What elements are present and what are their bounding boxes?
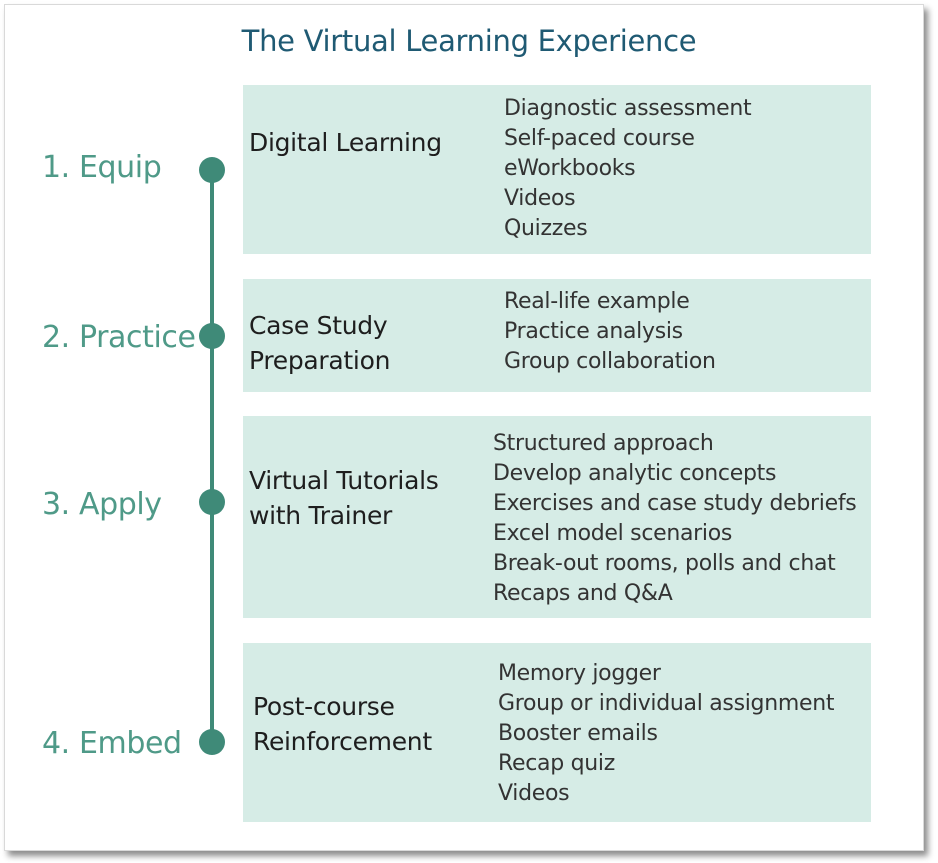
list-item: Self-paced course [504, 126, 695, 151]
step-label-equip: 1. Equip [42, 150, 162, 185]
card-items-virtual-tutorials: Structured approach Develop analytic con… [493, 429, 857, 609]
list-item: Develop analytic concepts [493, 461, 777, 486]
list-item: Group collaboration [504, 349, 716, 374]
card-heading-post-course-reinforcement: Post-course Reinforcement [253, 692, 432, 756]
card-virtual-tutorials: Virtual Tutorials with Trainer Structure… [243, 416, 871, 618]
step-label-apply: 3. Apply [42, 487, 162, 522]
list-item: Break-out rooms, polls and chat [493, 551, 836, 576]
list-item: Exercises and case study debriefs [493, 491, 857, 516]
list-item: eWorkbooks [504, 156, 636, 181]
list-item: Real-life example [504, 289, 690, 314]
card-digital-learning: Digital Learning Diagnostic assessment S… [243, 85, 871, 254]
list-item: Videos [504, 186, 576, 211]
list-item: Memory jogger [498, 661, 661, 686]
list-item: Diagnostic assessment [504, 96, 752, 121]
card-case-study-preparation: Case Study Preparation Real-life example… [243, 279, 871, 392]
step-label-embed: 4. Embed [42, 726, 182, 761]
card-items-digital-learning: Diagnostic assessment Self-paced course … [504, 94, 752, 244]
diagram-title: The Virtual Learning Experience [241, 24, 697, 58]
timeline-node-practice [199, 323, 225, 349]
card-heading-virtual-tutorials: Virtual Tutorials with Trainer [249, 466, 439, 530]
timeline-node-embed [199, 729, 225, 755]
card-items-case-study-preparation: Real-life example Practice analysis Grou… [504, 287, 716, 377]
list-item: Videos [498, 781, 570, 806]
card-items-post-course-reinforcement: Memory jogger Group or individual assign… [498, 659, 835, 809]
list-item: Recap quiz [498, 751, 615, 776]
card-heading-digital-learning: Digital Learning [249, 128, 442, 157]
list-item: Booster emails [498, 721, 658, 746]
list-item: Excel model scenarios [493, 521, 733, 546]
list-item: Quizzes [504, 216, 588, 241]
card-post-course-reinforcement: Post-course Reinforcement Memory jogger … [243, 643, 871, 822]
timeline-node-apply [199, 489, 225, 515]
list-item: Group or individual assignment [498, 691, 835, 716]
list-item: Practice analysis [504, 319, 683, 344]
step-label-practice: 2. Practice [42, 320, 196, 355]
timeline-line [210, 170, 214, 742]
list-item: Recaps and Q&A [493, 581, 673, 606]
timeline-node-equip [199, 157, 225, 183]
card-heading-case-study-preparation: Case Study Preparation [249, 311, 391, 375]
list-item: Structured approach [493, 431, 714, 456]
